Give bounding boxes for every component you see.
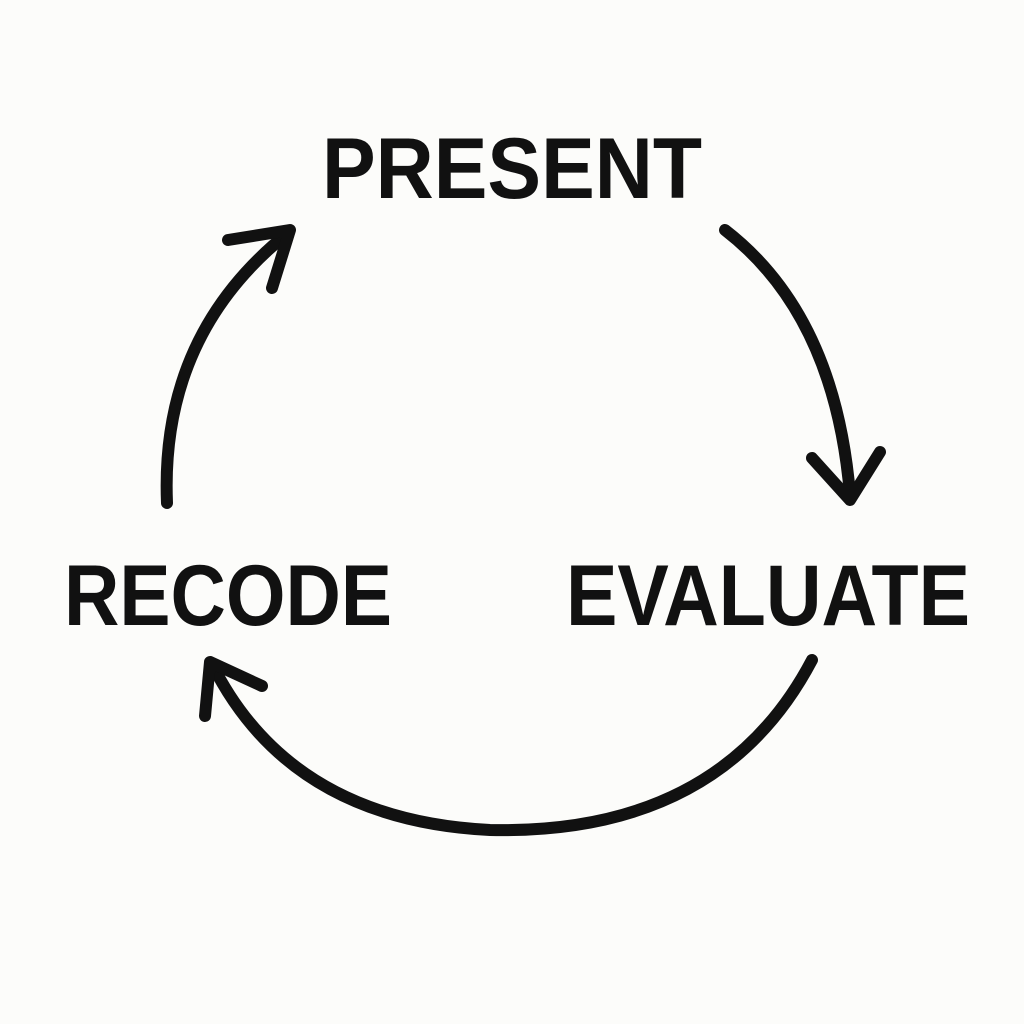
stage-present: PRESENT <box>322 121 702 217</box>
stage-recode: RECODE <box>64 548 392 644</box>
arrow-recode-to-present <box>160 224 296 509</box>
arrow-evaluate-to-recode <box>199 654 818 837</box>
arrow-present-to-evaluate <box>719 224 886 506</box>
stage-evaluate: EVALUATE <box>566 548 970 644</box>
